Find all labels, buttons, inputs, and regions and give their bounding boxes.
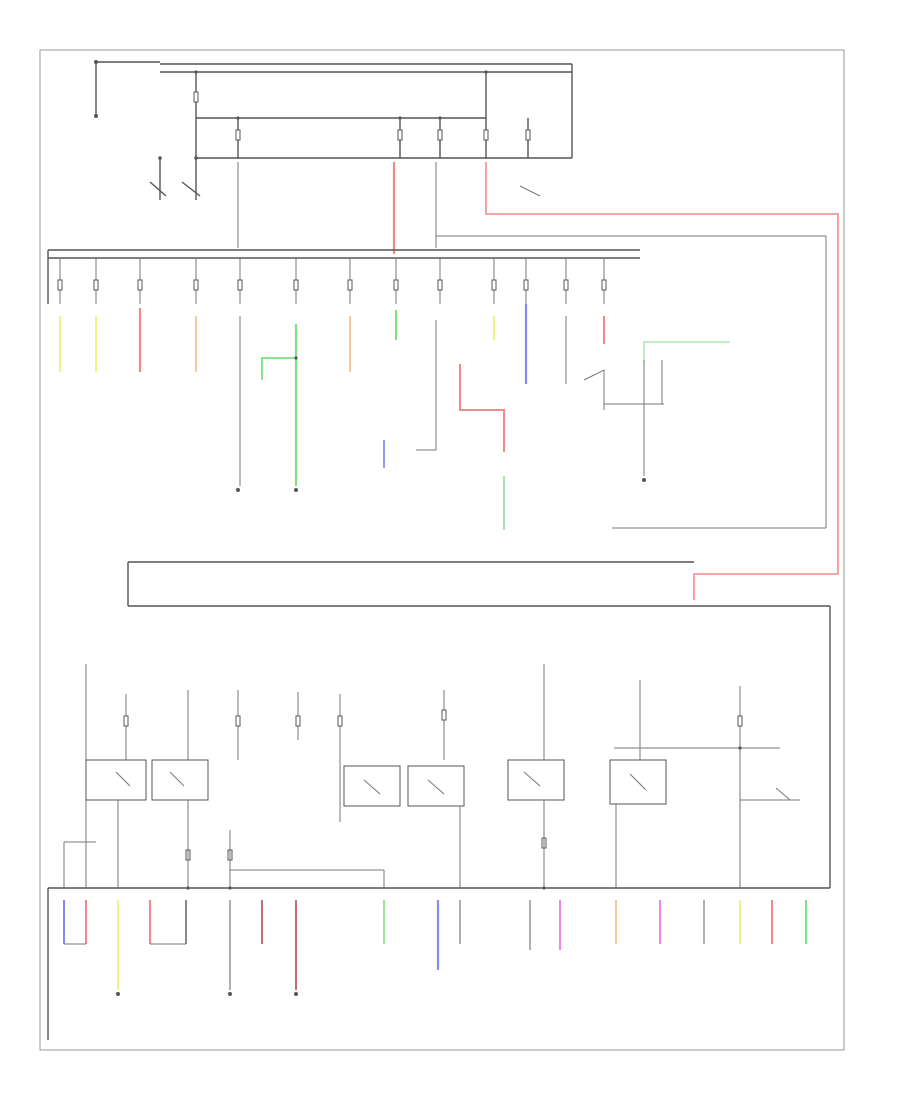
relay-switch xyxy=(507,759,565,801)
fuse xyxy=(237,279,243,291)
ipdm-fuses xyxy=(57,279,607,291)
fuse xyxy=(93,279,99,291)
fuse xyxy=(235,715,241,727)
ipdm-misc-lines xyxy=(239,316,826,529)
ground-symbol xyxy=(116,992,120,996)
fuse xyxy=(437,279,443,291)
fuse xyxy=(193,279,199,291)
fuse xyxy=(525,129,531,141)
fuse xyxy=(523,279,529,291)
fuse xyxy=(737,715,743,727)
top-bus xyxy=(160,63,573,159)
relay-switch xyxy=(151,759,209,801)
relays xyxy=(85,759,800,807)
ground-symbol xyxy=(294,992,298,996)
fuse xyxy=(235,129,241,141)
ground-symbol xyxy=(642,478,646,482)
fuse xyxy=(347,279,353,291)
fuse xyxy=(601,279,607,291)
fuse xyxy=(337,715,343,727)
ground-symbol xyxy=(228,992,232,996)
relay-switch xyxy=(407,765,465,807)
bottom-colored-wires xyxy=(63,900,807,990)
fuse xyxy=(563,279,569,291)
lower-connect-lines xyxy=(63,747,780,888)
ground-symbol xyxy=(294,488,298,492)
ground-symbol xyxy=(236,488,240,492)
top-drop-lines xyxy=(237,162,827,528)
red-feed-wire xyxy=(392,162,839,600)
fuse xyxy=(441,709,447,721)
junction-dots xyxy=(186,70,742,890)
diagram-border xyxy=(39,49,845,1051)
fuse xyxy=(397,129,403,141)
fuse xyxy=(123,715,129,727)
fuse xyxy=(193,91,199,103)
ipdm-bus xyxy=(47,249,640,304)
ground-symbols xyxy=(116,478,646,996)
ipdm-colored-wires xyxy=(59,304,730,530)
ignition-switch xyxy=(149,156,201,200)
fuse xyxy=(393,279,399,291)
fuse xyxy=(295,715,301,727)
relay-switch xyxy=(343,765,401,807)
battery-ground xyxy=(94,60,160,118)
fuse xyxy=(57,279,63,291)
middle-bus xyxy=(127,561,831,888)
fuse xyxy=(483,129,489,141)
fuse xyxy=(293,279,299,291)
fuse xyxy=(137,279,143,291)
fuse xyxy=(491,279,497,291)
relay-switch xyxy=(85,759,147,801)
fuse xyxy=(437,129,443,141)
bottom-bus xyxy=(47,887,830,1040)
top-fuses xyxy=(193,91,531,141)
